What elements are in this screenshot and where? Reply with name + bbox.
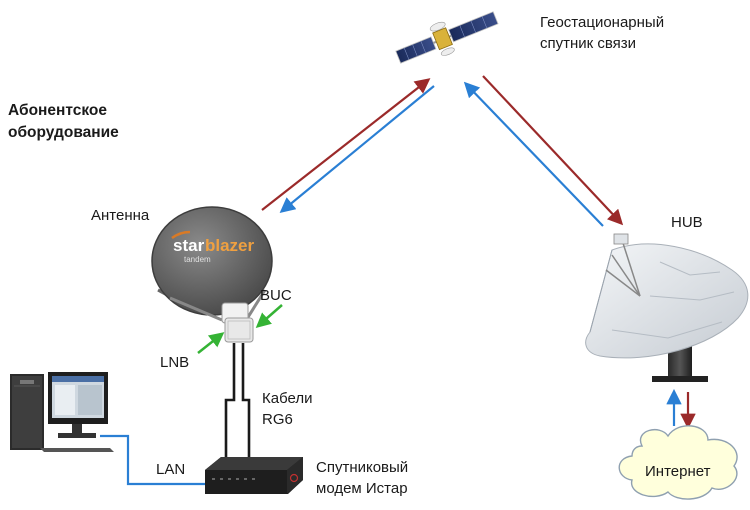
satellite-icon	[395, 11, 499, 64]
satellite-title-line2: спутник связи	[540, 35, 637, 52]
satellite-title-line1: Геостационарный	[540, 14, 665, 31]
downlink-arrow-antenna	[279, 85, 435, 213]
cables-label-line2: RG6	[262, 411, 293, 428]
antenna-logo: star blazer tandem	[171, 230, 255, 264]
modem-label-line1: Спутниковый	[316, 459, 409, 476]
hub-dish-icon	[585, 233, 749, 359]
buc-label: BUC	[260, 287, 292, 304]
antenna-logo-sub: tandem	[184, 255, 211, 264]
antenna-logo-star: star	[173, 236, 205, 255]
subscriber-title-line2: оборудование	[8, 124, 119, 141]
lnb-label: LNB	[160, 354, 190, 371]
uplink-arrow-antenna	[261, 78, 431, 211]
antenna-dish-icon	[151, 206, 273, 323]
computer-icon	[10, 372, 114, 452]
subscriber-title-line1: Абонентское	[8, 102, 108, 119]
modem-label-line2: модем Истар	[316, 480, 408, 497]
antenna-label: Антенна	[91, 207, 150, 224]
lnb-pointer-arrow	[197, 332, 225, 354]
hub-label: HUB	[671, 214, 703, 231]
internet-cloud-icon	[618, 425, 738, 500]
lan-label: LAN	[156, 461, 186, 478]
internet-label: Интернет	[645, 463, 711, 480]
antenna-logo-blazer: blazer	[205, 236, 255, 255]
buc-pointer-arrow	[255, 304, 283, 328]
uplink-arrow-hub	[482, 75, 624, 226]
modem-icon	[205, 457, 303, 494]
buc-lnb-unit-icon	[221, 302, 254, 343]
rg6-cables	[224, 343, 251, 462]
lan-cable	[100, 434, 206, 486]
cables-label-line1: Кабели	[262, 390, 313, 407]
downlink-arrow-hub	[463, 81, 604, 227]
